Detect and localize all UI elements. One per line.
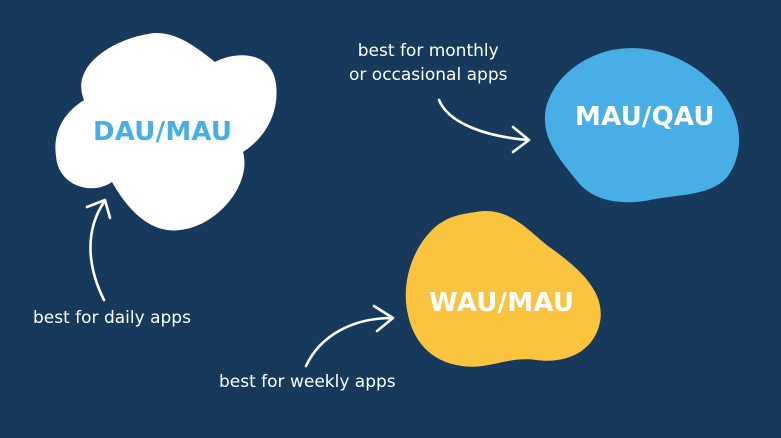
wau-mau-label: WAU/MAU: [429, 288, 575, 318]
curved-arrow-up-icon: [85, 198, 112, 302]
monthly-apps-note-line-1: best for monthly: [357, 41, 499, 61]
curved-arrow-right-icon: [437, 98, 531, 154]
dau-mau-label: DAU/MAU: [93, 117, 233, 147]
daily-apps-note: best for daily apps: [33, 308, 191, 328]
weekly-apps-note: best for weekly apps: [219, 372, 396, 392]
curved-arrow-up-right-icon: [304, 304, 395, 368]
wau-blob: [405, 211, 601, 367]
monthly-apps-note: best for monthly or occasional apps: [349, 39, 507, 87]
dau-blob: [55, 33, 277, 231]
mau-qau-label: MAU/QAU: [575, 102, 715, 132]
mau-blob: [544, 48, 740, 203]
monthly-apps-note-line-2: or occasional apps: [349, 65, 508, 85]
